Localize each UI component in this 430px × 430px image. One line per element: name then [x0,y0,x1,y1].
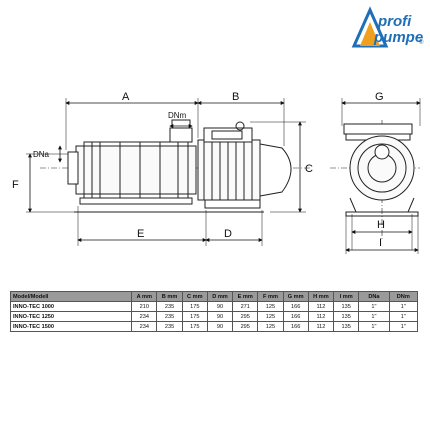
table-cell: 166 [282,321,309,332]
table-cell: 90 [206,311,234,322]
dim-label-g: G [375,91,384,103]
table-cell: 235 [156,301,183,312]
table-cell: 1" [358,321,390,332]
table-cell: 112 [307,311,335,322]
column-header: I mm [333,291,360,302]
table-cell: 125 [257,301,284,312]
dim-label-e: E [137,228,144,240]
logo-text-line2: pumpe [373,29,423,46]
column-header: F mm [257,291,284,302]
table-cell: 175 [181,321,208,332]
dim-label-f: F [12,179,19,191]
table-cell: 112 [307,321,335,332]
column-header: Model/Modell [9,291,133,302]
table-cell: 135 [333,311,360,322]
dim-label-dna: DNa [33,150,50,159]
table-cell: 210 [131,301,158,312]
table-cell: 234 [131,311,158,322]
column-header: C mm [181,291,208,302]
table-row: INNO-TEC 1500 234 235 175 90 295 125 166… [9,321,419,332]
registered-mark: ® [419,39,424,46]
table-cell: 1" [358,311,390,322]
dim-label-a: A [122,91,130,103]
dim-label-h: H [377,219,385,231]
dim-label-d: D [224,228,232,240]
column-header: A mm [131,291,158,302]
model-cell: INNO-TEC 1500 [9,321,133,332]
dim-label-dnm: DNm [168,111,187,120]
table-cell: 235 [156,311,183,322]
column-header: E mm [232,291,259,302]
dim-label-b: B [232,91,239,103]
table-cell: 234 [131,321,158,332]
table-cell: 295 [232,311,259,322]
column-header: G mm [282,291,309,302]
table-cell: 112 [307,301,335,312]
table-cell: 166 [282,301,309,312]
column-header: B mm [156,291,183,302]
table-cell: 135 [333,321,360,332]
logo-text-line1: profi [377,13,412,30]
column-header: H mm [307,291,335,302]
table-cell: 135 [333,301,360,312]
dim-label-c: C [305,163,313,175]
pump-side-view [40,119,310,213]
dim-label-i: I [379,237,382,249]
table-cell: 271 [232,301,259,312]
table-cell: 125 [257,311,284,322]
table-cell: 175 [181,301,208,312]
table-cell: 295 [232,321,259,332]
table-row: INNO-TEC 1000 210 235 175 90 271 125 166… [9,301,419,312]
column-header: DNa [358,291,390,302]
dimension-table: Model/Modell A mm B mm C mm D mm E mm F … [9,291,419,332]
model-cell: INNO-TEC 1000 [9,301,133,312]
pump-dimension-drawing: A B C D E F DNa DNm G H I [12,91,421,254]
column-header: D mm [206,291,234,302]
table-header-row: Model/Modell A mm B mm C mm D mm E mm F … [9,291,419,302]
profipumpe-logo: profi pumpe ® [351,6,424,48]
table-cell: 1" [388,311,419,322]
table-row: INNO-TEC 1250 234 235 175 90 295 125 166… [9,311,419,322]
column-header: DNm [388,291,419,302]
table-cell: 90 [206,321,234,332]
table-cell: 175 [181,311,208,322]
pump-front-view [330,120,420,240]
table-cell: 1" [388,321,419,332]
table-cell: 166 [282,311,309,322]
table-cell: 1" [388,301,419,312]
table-cell: 90 [206,301,234,312]
table-cell: 125 [257,321,284,332]
table-cell: 1" [358,301,390,312]
table-cell: 235 [156,321,183,332]
model-cell: INNO-TEC 1250 [9,311,133,322]
